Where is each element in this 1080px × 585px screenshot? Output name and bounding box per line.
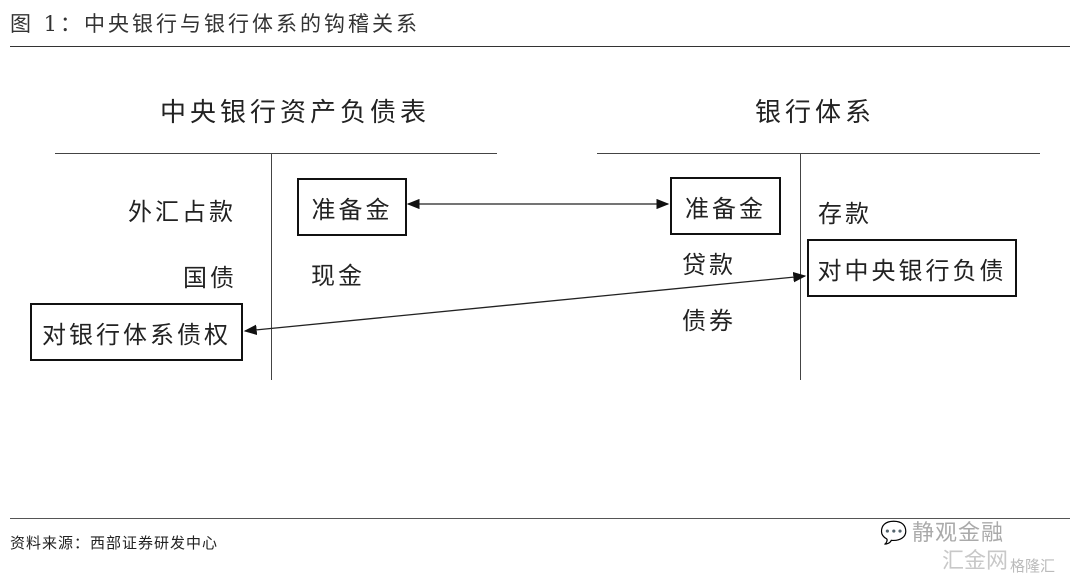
wechat-watermark: 静观金融	[912, 521, 1005, 546]
banking-system-heading: 银行体系	[755, 98, 876, 128]
brand-watermark: 格隆汇	[1010, 557, 1056, 575]
wechat-icon: 💬	[880, 521, 908, 546]
central-bank-heading: 中央银行资产负债表	[160, 98, 431, 128]
bank-liability-deposits: 存款	[818, 200, 872, 228]
bank-liability-due-to-cb-box: 对中央银行负债	[807, 239, 1017, 297]
cb-asset-govbond: 国债	[183, 264, 237, 292]
cb-liability-reserves-box: 准备金	[297, 178, 407, 236]
cb-asset-claims-on-banks-box: 对银行体系债权	[30, 303, 243, 361]
source-rule	[10, 518, 1070, 519]
site-watermark: 汇金网	[941, 549, 1008, 574]
title-rule	[10, 46, 1070, 47]
cb-asset-fx: 外汇占款	[128, 198, 236, 226]
banking-t-horizontal	[597, 153, 1040, 154]
central-bank-t-horizontal	[55, 153, 497, 154]
figure-title: 图 1：中央银行与银行体系的钩稽关系	[10, 12, 421, 36]
bank-asset-reserves-box: 准备金	[670, 177, 781, 235]
banking-t-vertical	[800, 153, 801, 380]
claims-link-arrow	[243, 271, 807, 336]
central-bank-t-vertical	[271, 153, 272, 380]
figure-source: 资料来源：西部证券研发中心	[10, 534, 219, 552]
